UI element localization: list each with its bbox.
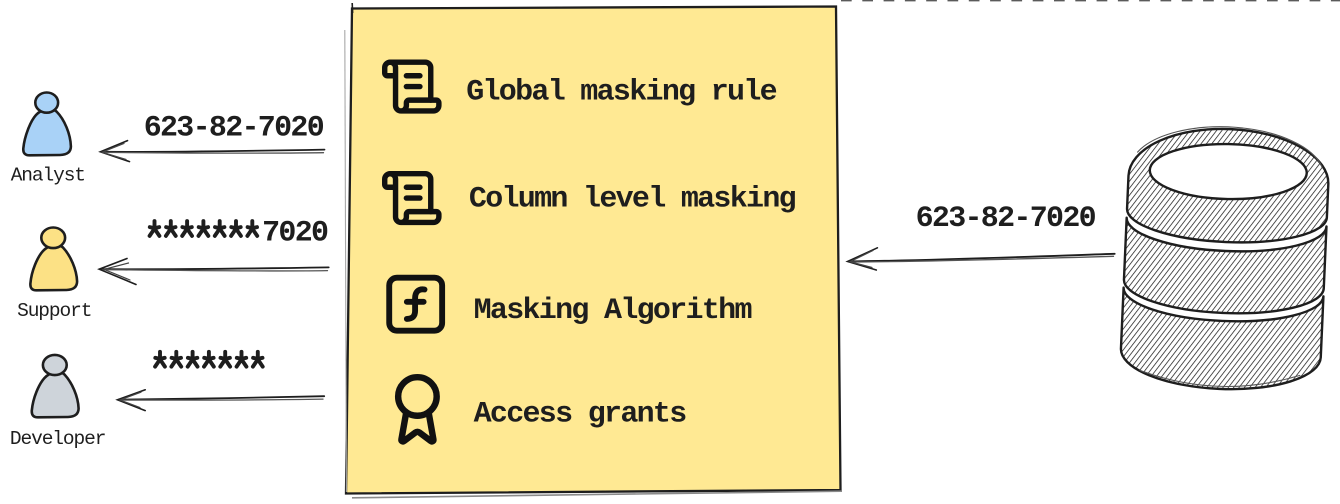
svg-text:Developer: Developer (10, 428, 105, 450)
svg-text:Support: Support (17, 300, 91, 322)
svg-text:Masking Algorithm: Masking Algorithm (474, 294, 752, 328)
svg-text:Access grants: Access grants (474, 397, 687, 431)
svg-text:623-82-7020: 623-82-7020 (916, 202, 1096, 236)
svg-text:623-82-7020: 623-82-7020 (144, 112, 324, 146)
svg-text:Analyst: Analyst (11, 165, 85, 187)
svg-text:7020: 7020 (262, 217, 328, 251)
svg-text:Column level masking: Column level masking (469, 182, 796, 216)
svg-text:Global masking rule: Global masking rule (466, 75, 776, 109)
